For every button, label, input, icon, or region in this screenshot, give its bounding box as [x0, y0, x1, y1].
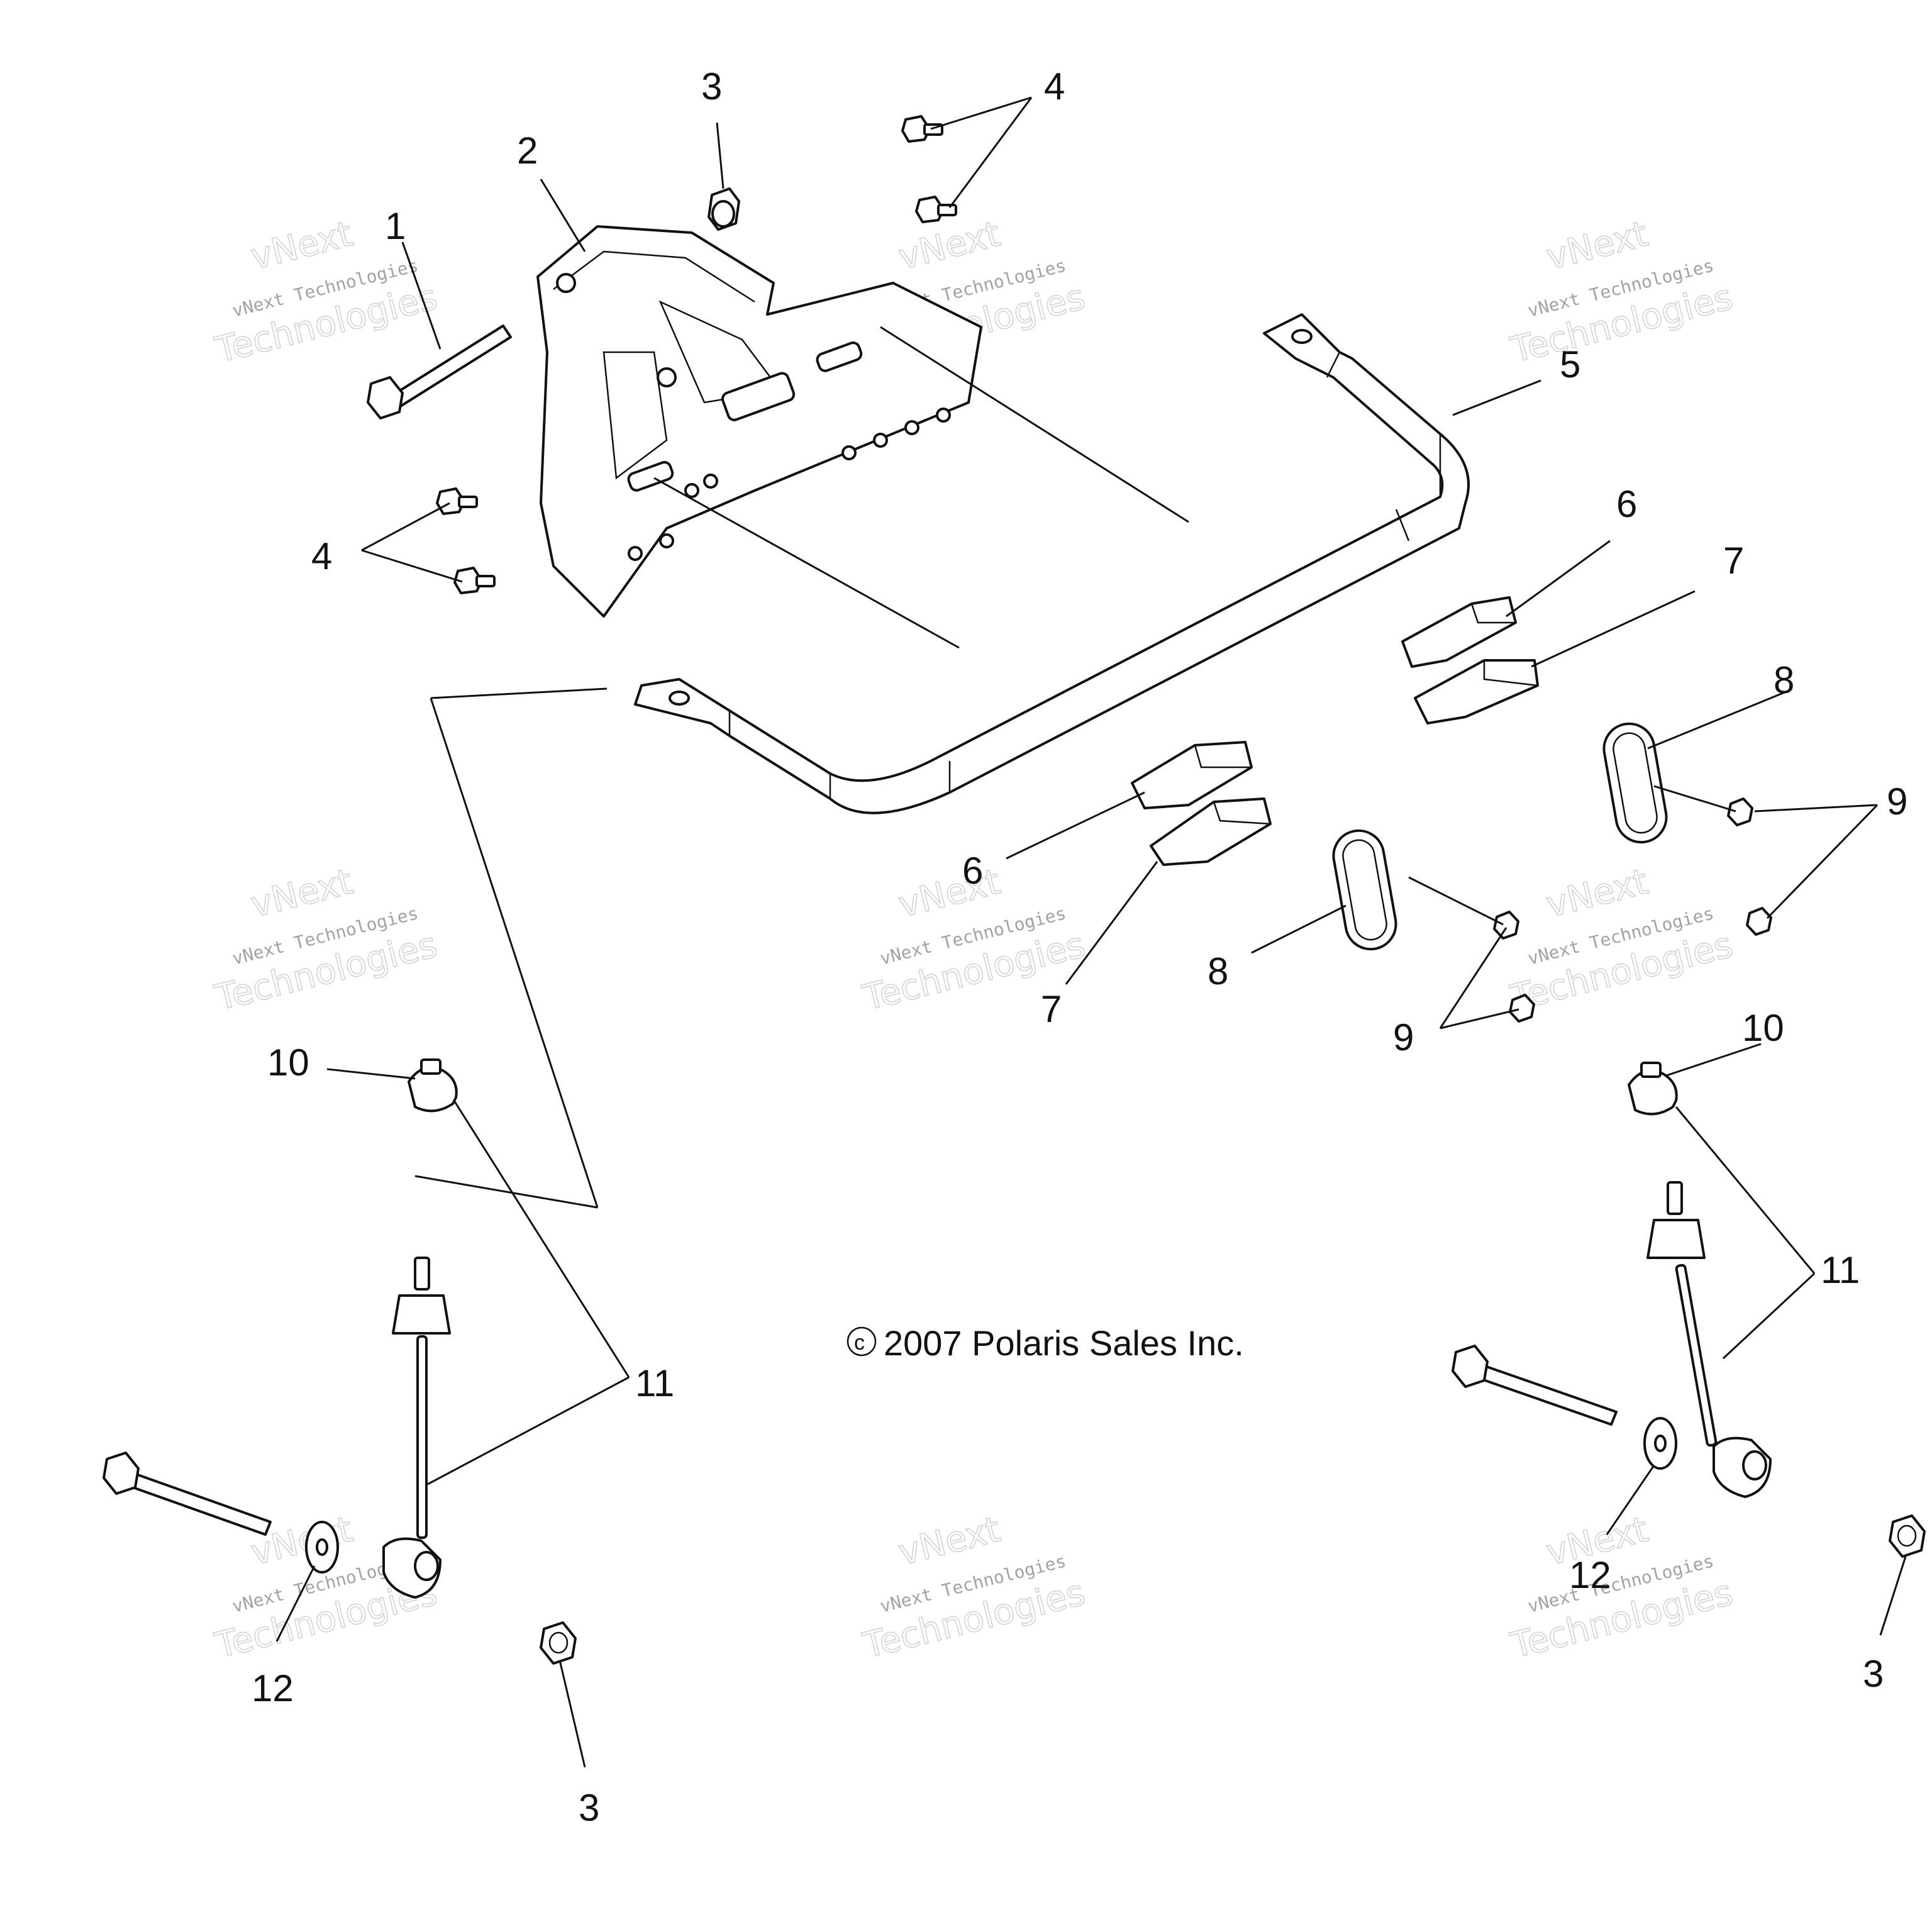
- callout-3-bottom-left: 3: [579, 1787, 599, 1829]
- callout-4-top: 4: [1044, 65, 1065, 108]
- copyright-circle-icon: [847, 1326, 877, 1357]
- callout-9-center: 9: [1393, 1016, 1414, 1058]
- part-stabilizer-bar-5: [634, 313, 1470, 814]
- copyright-symbol: c: [854, 1331, 865, 1355]
- callout-11-left: 11: [635, 1362, 674, 1404]
- part-nuts-9: [1493, 797, 1772, 1023]
- part-bushing-7-right: [1414, 659, 1539, 724]
- callout-5: 5: [1560, 343, 1580, 386]
- callout-6-right: 6: [1616, 483, 1637, 525]
- callout-3-top: 3: [701, 65, 722, 108]
- callout-7-right: 7: [1723, 540, 1744, 582]
- part-washer-12-right: [1643, 1417, 1677, 1470]
- copyright-notice: c 2007 Polaris Sales Inc.: [847, 1323, 1244, 1363]
- callout-6-center: 6: [962, 850, 983, 892]
- watermark-vnext: vNext: [895, 213, 1004, 278]
- part-bushing-10-right: [1628, 1062, 1678, 1116]
- callout-11-right: 11: [1821, 1249, 1860, 1291]
- callout-4-left: 4: [311, 535, 332, 577]
- part-bushing-6-center: [1131, 741, 1253, 809]
- watermark-vnext: vNext: [247, 213, 357, 278]
- part-bolt-bottom-left: [103, 1452, 272, 1536]
- callout-8-center: 8: [1208, 950, 1228, 992]
- watermark-vnext: vNext: [895, 861, 1004, 926]
- part-bushing-6-right: [1401, 596, 1517, 668]
- part-clamp-8-right: [1602, 722, 1668, 844]
- part-bracket-2: [536, 225, 982, 618]
- callout-2: 2: [517, 130, 538, 172]
- callout-9-right: 9: [1887, 780, 1907, 823]
- callout-7-center: 7: [1041, 988, 1062, 1030]
- part-nut-3-bottom-right: [1889, 1514, 1926, 1558]
- part-bolts-4-left: [436, 487, 496, 594]
- callout-labels: 1 2 3 4 4 5 6 7 8 9 6 7 8 9 10 10 11 11 …: [252, 65, 1907, 1829]
- watermark-vnext: vNext: [1543, 213, 1652, 278]
- part-link-11-right: [1646, 1181, 1772, 1498]
- callout-8-right: 8: [1774, 659, 1794, 701]
- watermark-vnext: vNext: [895, 1509, 1004, 1574]
- part-bushing-7-center: [1150, 797, 1272, 866]
- callout-1: 1: [385, 205, 406, 247]
- part-link-11-left: [382, 1257, 451, 1599]
- callout-12-right: 12: [1569, 1554, 1611, 1596]
- callout-3-bottom-right: 3: [1863, 1653, 1884, 1695]
- part-clamp-8-center: [1332, 829, 1397, 951]
- watermark-vnext: vNext: [1543, 861, 1652, 926]
- part-bolts-4-top: [901, 115, 957, 223]
- callout-10-left: 10: [267, 1041, 309, 1084]
- part-bolt-bottom-right: [1452, 1345, 1618, 1426]
- copyright-text: 2007 Polaris Sales Inc.: [884, 1323, 1244, 1363]
- part-bolt-1: [367, 325, 512, 419]
- callout-10-right: 10: [1742, 1007, 1784, 1049]
- part-nut-3-bottom-left: [540, 1621, 577, 1665]
- leader-lines: [275, 96, 1907, 1768]
- part-nut-3-top: [708, 187, 740, 231]
- callout-12-left: 12: [252, 1667, 294, 1709]
- watermark-vnext: vNext: [247, 861, 357, 926]
- part-bushing-10-left: [408, 1058, 458, 1113]
- part-washer-12-left: [305, 1521, 339, 1574]
